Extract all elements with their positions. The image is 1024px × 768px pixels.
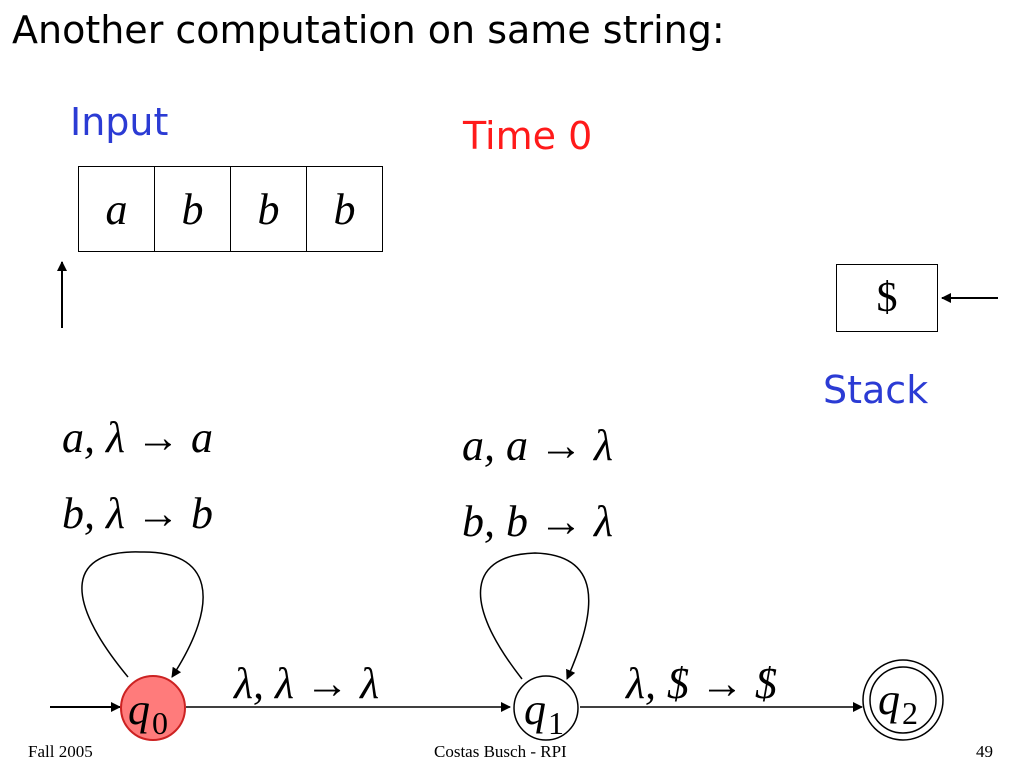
stack-top-cell: $ [836, 264, 938, 332]
q0-loop-label-push-b: b, λ → b [62, 489, 214, 538]
q1-loop-label-pop-b: b, b → λ [462, 497, 614, 546]
transition-label-q0-q1: λ, λ → λ [234, 659, 380, 708]
stack-label: Stack [823, 368, 929, 412]
state-q1-sub: 1 [548, 705, 564, 741]
state-q1: q 1 [513, 675, 579, 741]
state-q2-base: q [878, 675, 900, 724]
tape-cell: b [231, 167, 307, 251]
state-q0-base: q [128, 685, 150, 734]
tape-cell: a [79, 167, 155, 251]
q0-self-loop [81, 551, 204, 678]
state-q1-base: q [524, 685, 546, 734]
tape-cell: b [307, 167, 383, 251]
time-label: Time 0 [463, 114, 593, 158]
state-q0-sub: 0 [152, 705, 168, 741]
tape-cell: b [155, 167, 231, 251]
q0-loop-label-push-a: a, λ → a [62, 413, 214, 462]
state-q0: q 0 [120, 675, 186, 741]
footer-author: Costas Busch - RPI [434, 742, 567, 761]
q1-self-loop [479, 552, 590, 680]
footer-date: Fall 2005 [28, 742, 93, 761]
input-tape: a b b b [78, 166, 383, 252]
state-q2-sub: 2 [902, 695, 918, 731]
q1-loop-label-pop-a: a, a → λ [462, 421, 614, 470]
input-label: Input [70, 100, 169, 144]
footer-page-number: 49 [976, 742, 993, 761]
state-q2: q 2 [862, 659, 944, 741]
slide-title: Another computation on same string: [12, 8, 725, 52]
transition-label-q1-q2: λ, $ → $ [626, 659, 778, 708]
